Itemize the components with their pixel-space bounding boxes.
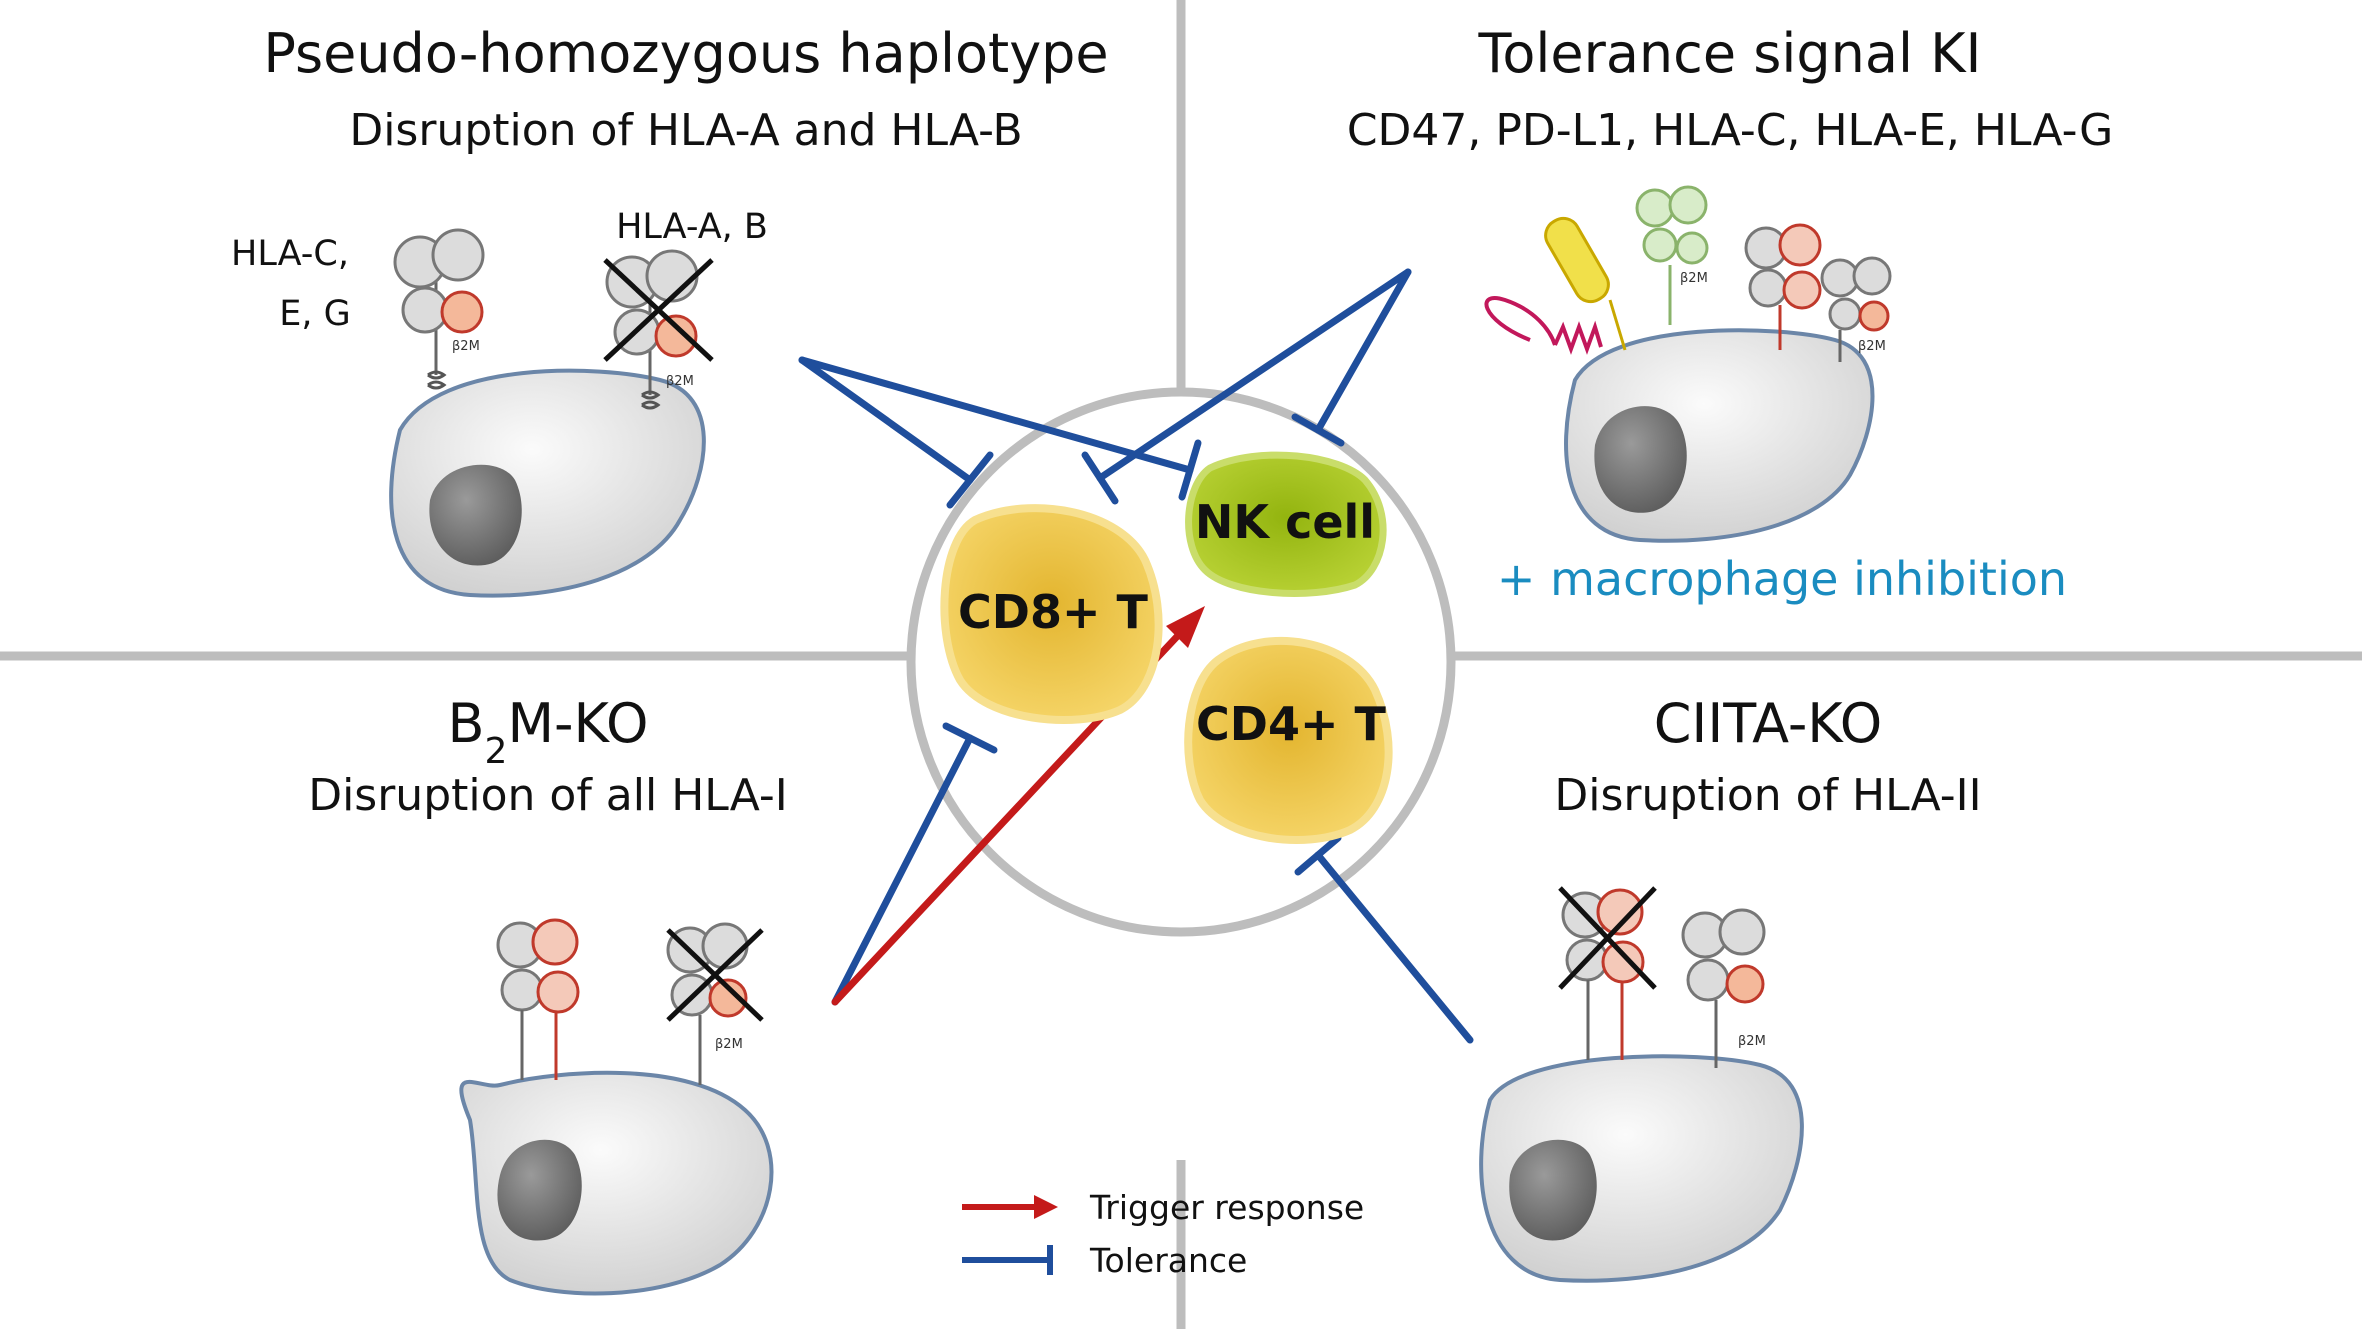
tolerance-arrow-br-cd4 xyxy=(1314,851,1474,1044)
hla-molecule-kept: β2M xyxy=(393,228,485,390)
donor-cell-bottom-left xyxy=(459,1070,774,1296)
tolerance-arrows xyxy=(798,268,1474,1044)
b2m-label: β2M xyxy=(1680,271,1708,286)
hla-molecule-gray-red xyxy=(496,918,580,1080)
hla-molecule-disrupted: β2M xyxy=(666,922,764,1085)
b2m-label: β2M xyxy=(452,339,480,354)
tolerance-arrow-tr-cd8 xyxy=(1096,268,1412,482)
pd-l1-molecule-icon xyxy=(1484,296,1603,355)
quadrant-pseudo-homozygous: Pseudo-homozygous haplotype Disruption o… xyxy=(231,22,1109,598)
subtitle-disruption-hla-a-b: Disruption of HLA-A and HLA-B xyxy=(349,105,1022,156)
hla-molecule-disrupted: β2M xyxy=(603,249,714,410)
tolerance-arrow-bl-cd8 xyxy=(831,734,974,1006)
donor-cell-top-left xyxy=(389,368,706,598)
cd4-t-cell: CD4+ T xyxy=(1184,637,1393,844)
subtitle-disruption-all-hla-i: Disruption of all HLA-I xyxy=(308,770,788,821)
quadrant-b2m-ko: B2M-KO Disruption of all HLA-I β2M xyxy=(308,692,788,1296)
hla-ii-molecule-disrupted xyxy=(1558,886,1657,1060)
note-macrophage-inhibition: + macrophage inhibition xyxy=(1497,552,2067,606)
label-hla-c-e-g-line2: E, G xyxy=(279,294,351,334)
title-tolerance-signal-ki: Tolerance signal KI xyxy=(1478,22,1982,85)
title-ciita-ko: CIITA-KO xyxy=(1654,692,1883,755)
cd8-t-cell-label: CD8+ T xyxy=(958,585,1149,639)
nucleus xyxy=(1594,406,1687,513)
nk-cell: NK cell xyxy=(1185,451,1387,597)
title-b2m-ko: B2M-KO xyxy=(448,692,649,772)
hla-i-molecule-kept: β2M xyxy=(1681,908,1766,1068)
donor-cell-bottom-right xyxy=(1479,1054,1804,1283)
donor-cell-top-right xyxy=(1564,328,1875,543)
b2m-label: β2M xyxy=(666,374,694,389)
hla-c-molecule-icon xyxy=(1744,223,1822,350)
nucleus xyxy=(497,1139,582,1241)
subtitle-tolerance-signals: CD47, PD-L1, HLA-C, HLA-E, HLA-G xyxy=(1347,105,2113,156)
cd47-molecule-icon xyxy=(1544,216,1627,351)
hla-g-molecule-icon: β2M xyxy=(1635,185,1709,325)
cd4-t-cell-label: CD4+ T xyxy=(1196,697,1387,751)
b2m-label: β2M xyxy=(715,1037,743,1052)
nk-cell-label: NK cell xyxy=(1195,495,1375,549)
cd8-t-cell: CD8+ T xyxy=(940,504,1163,724)
b2m-label: β2M xyxy=(1738,1034,1766,1049)
title-pseudo-homozygous: Pseudo-homozygous haplotype xyxy=(263,22,1108,85)
b2m-label: β2M xyxy=(1858,339,1886,354)
label-hla-a-b: HLA-A, B xyxy=(616,207,768,247)
hla-e-molecule-icon: β2M xyxy=(1820,256,1892,362)
label-hla-c-e-g-line1: HLA-C, xyxy=(231,234,349,274)
subtitle-disruption-hla-ii: Disruption of HLA-II xyxy=(1554,770,1981,821)
nucleus xyxy=(1509,1139,1597,1241)
nucleus xyxy=(429,464,522,566)
tolerance-arrow-tl-nk xyxy=(798,356,1194,474)
legend-tolerance-label: Tolerance xyxy=(1089,1241,1247,1280)
legend-trigger-label: Trigger response xyxy=(1089,1188,1364,1227)
legend: Trigger response Tolerance xyxy=(962,1188,1364,1280)
tolerance-arrow-tr-nk xyxy=(1314,268,1412,434)
quadrant-tolerance-signal-ki: Tolerance signal KI CD47, PD-L1, HLA-C, … xyxy=(1347,22,2113,606)
tolerance-arrow-tl-cd8 xyxy=(798,356,974,484)
quadrant-ciita-ko: CIITA-KO Disruption of HLA-II β2M xyxy=(1479,692,1982,1283)
